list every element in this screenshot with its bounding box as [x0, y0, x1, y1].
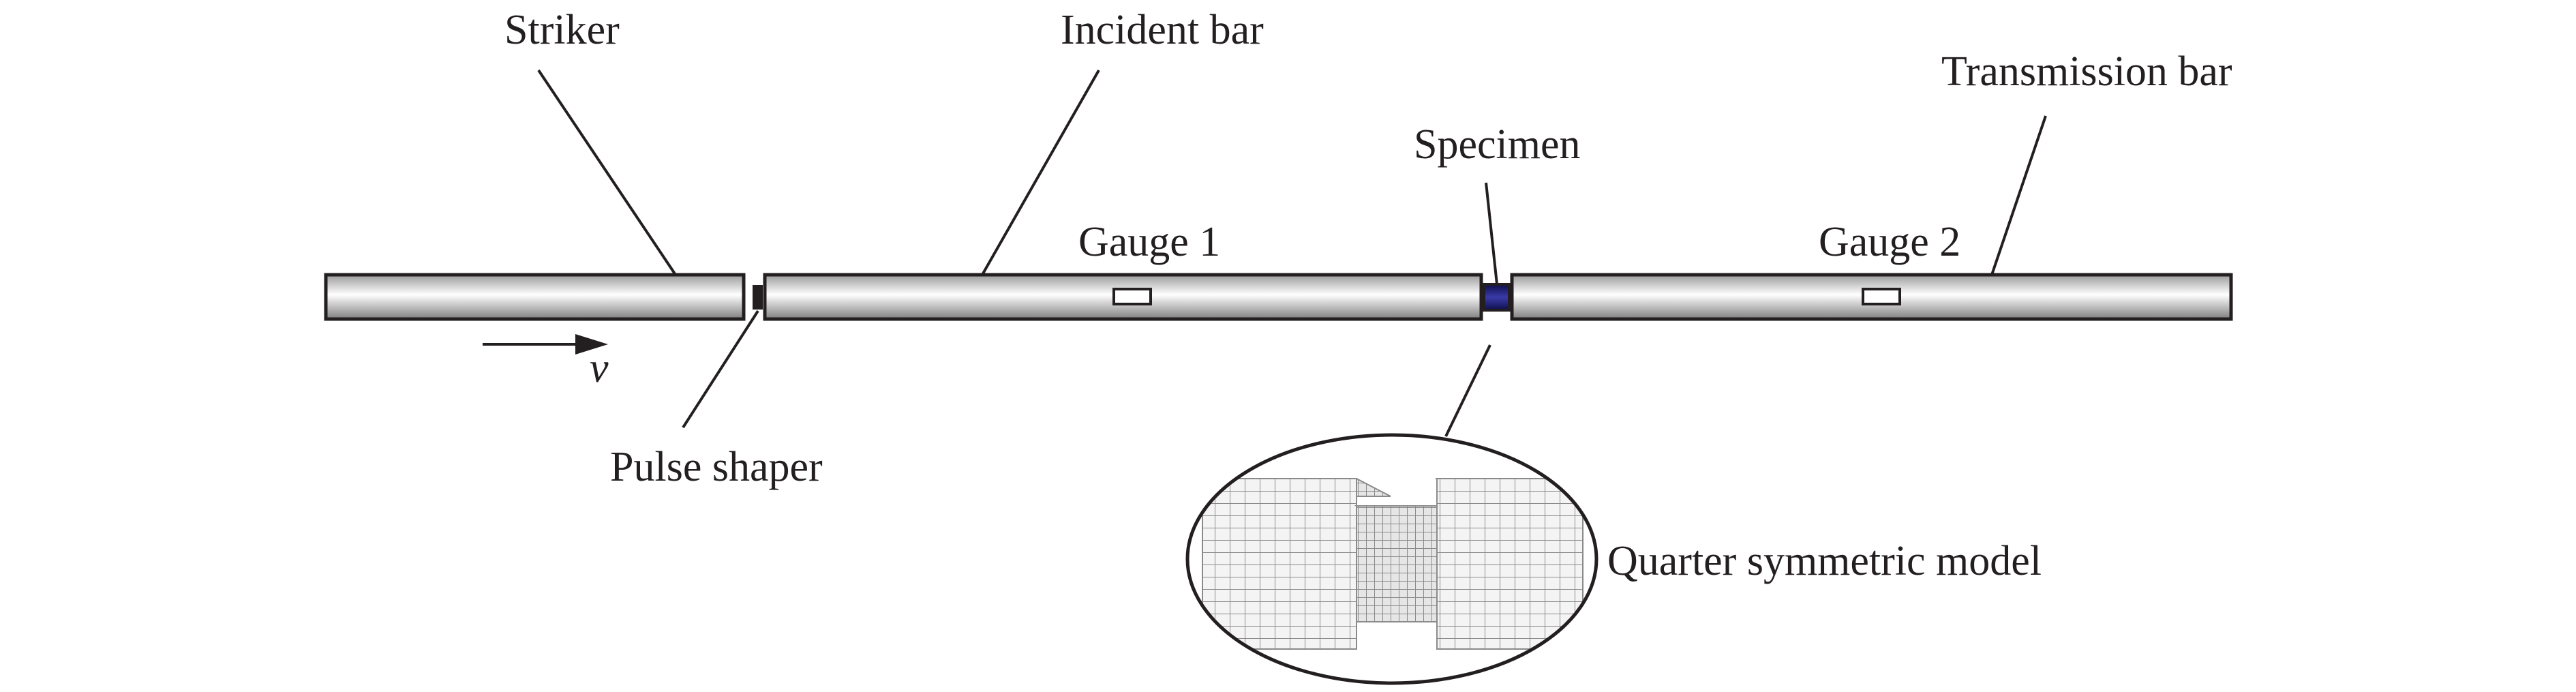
velocity-arrowhead: [575, 334, 608, 355]
incident-bar-label: Incident bar: [1061, 7, 1264, 53]
incident-bar: [763, 273, 1483, 321]
gauge-2-marker: [1862, 288, 1901, 305]
pulse-shaper-label: Pulse shaper: [610, 444, 823, 490]
gauge-1-marker: [1112, 288, 1152, 305]
striker-label: Striker: [504, 7, 620, 53]
incident-bar-leader: [981, 70, 1100, 275]
specimen-block: [1483, 283, 1511, 312]
transmission-bar-leader: [1990, 115, 2047, 275]
pulse-shaper: [753, 285, 763, 310]
model-leader: [1444, 344, 1491, 437]
mesh-right-block: [1436, 478, 1584, 650]
model-ellipse: [1185, 433, 1598, 685]
gauge-2-label: Gauge 2: [1819, 219, 1960, 265]
quarter-model-inset: [1202, 478, 1586, 650]
specimen-label: Specimen: [1414, 121, 1581, 168]
mesh-neck: [1356, 505, 1438, 622]
striker-bar: [324, 273, 746, 321]
specimen-leader: [1485, 182, 1498, 285]
striker-leader: [537, 69, 677, 276]
model-label: Quarter symmetric model: [1607, 538, 2042, 584]
pulse-shaper-leader: [682, 310, 759, 429]
transmission-bar-label: Transmission bar: [1941, 48, 2232, 95]
mesh-left-block: [1202, 478, 1357, 650]
gauge-1-label: Gauge 1: [1078, 219, 1220, 265]
velocity-label: v: [590, 345, 609, 391]
